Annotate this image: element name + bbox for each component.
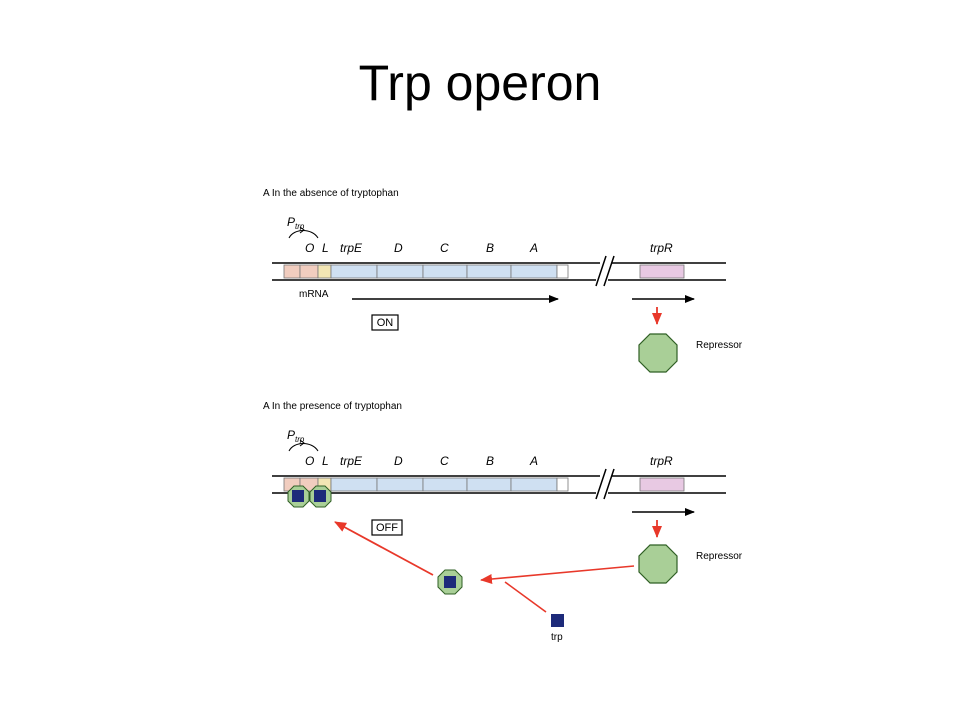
panel-a-break-2 — [603, 255, 615, 287]
panel-b-complex-trp — [444, 576, 456, 588]
panel-a: A In the absence of tryptophan Ptrp O L … — [263, 188, 743, 373]
panel-a-repressor-label: Repressor — [696, 340, 743, 351]
panel-b-state-label: OFF — [376, 522, 398, 534]
panel-a-heading: A In the absence of tryptophan — [263, 188, 399, 199]
panel-a-promoter-label: Ptrp — [287, 215, 305, 231]
panel-b-complex-to-operator-arrow — [334, 521, 434, 576]
panel-b-bound-repressor-1 — [287, 485, 310, 508]
panel-b: A In the presence of tryptophan Ptrp O L… — [263, 401, 743, 643]
panel-b-bound-trp-1 — [292, 490, 304, 502]
panel-a-label-trpE: trpE — [340, 241, 363, 255]
panel-b-label-D: D — [394, 454, 403, 468]
panel-b-promoter-tick — [299, 439, 305, 447]
panel-b-break-1 — [595, 468, 607, 500]
panel-b-promoter-label: Ptrp — [287, 428, 305, 444]
panel-a-leader-region — [317, 264, 332, 279]
panel-b-gene-C — [422, 477, 468, 492]
panel-a-gene-D — [376, 264, 424, 279]
panel-a-terminator — [556, 264, 569, 279]
panel-a-label-B: B — [486, 241, 494, 255]
panel-a-gene-A — [510, 264, 558, 279]
panel-b-label-trpR: trpR — [650, 454, 673, 468]
panel-b-gene-A — [510, 477, 558, 492]
panel-b-trp-label: trp — [551, 632, 563, 643]
panel-a-repressor-protein — [638, 333, 678, 373]
panel-b-gene-D — [376, 477, 424, 492]
panel-b-free-trp — [551, 614, 564, 627]
panel-b-promoter-bracket — [288, 443, 319, 452]
panel-b-break-2 — [603, 468, 615, 500]
panel-a-gene-trpR — [639, 264, 685, 279]
panel-b-repressor-to-complex-arrow — [480, 565, 635, 584]
panel-a-operator-region — [299, 264, 319, 279]
panel-b-heading: A In the presence of tryptophan — [263, 401, 402, 412]
panel-b-gene-trpE — [330, 477, 378, 492]
panel-b-label-trpE: trpE — [340, 454, 363, 468]
panel-b-state-box — [371, 519, 403, 536]
panel-a-gene-C — [422, 264, 468, 279]
panel-a-label-A: A — [529, 241, 538, 255]
panel-a-label-O: O — [305, 241, 314, 255]
panel-b-bound-repressor-2 — [309, 485, 332, 508]
panel-a-promoter-tick — [299, 226, 305, 234]
panel-a-state-box — [371, 314, 399, 331]
panel-a-gene-trpE — [330, 264, 378, 279]
panel-b-terminator — [556, 477, 569, 492]
panel-a-label-L: L — [322, 241, 329, 255]
panel-b-active-complex — [437, 569, 463, 595]
panel-b-label-O: O — [305, 454, 314, 468]
panel-a-state-label: ON — [377, 317, 394, 329]
panel-b-label-B: B — [486, 454, 494, 468]
panel-b-repressor-protein — [638, 544, 678, 584]
panel-b-label-C: C — [440, 454, 449, 468]
panel-b-label-L: L — [322, 454, 329, 468]
panel-a-label-C: C — [440, 241, 449, 255]
panel-b-repressor-label: Repressor — [696, 551, 743, 562]
panel-b-bound-trp-2 — [314, 490, 326, 502]
panel-a-mrna-label: mRNA — [299, 289, 329, 300]
panel-a-promoter-region — [283, 264, 301, 279]
panel-a-label-D: D — [394, 241, 403, 255]
panel-b-trp-to-complex-arrow — [504, 581, 547, 613]
panel-b-gene-B — [466, 477, 512, 492]
panel-a-label-trpR: trpR — [650, 241, 673, 255]
panel-a-promoter-bracket — [288, 230, 319, 239]
slide-title: Trp operon — [358, 55, 602, 111]
panel-b-gene-trpR — [639, 477, 685, 492]
panel-b-label-A: A — [529, 454, 538, 468]
panel-a-gene-B — [466, 264, 512, 279]
panel-a-break-1 — [595, 255, 607, 287]
